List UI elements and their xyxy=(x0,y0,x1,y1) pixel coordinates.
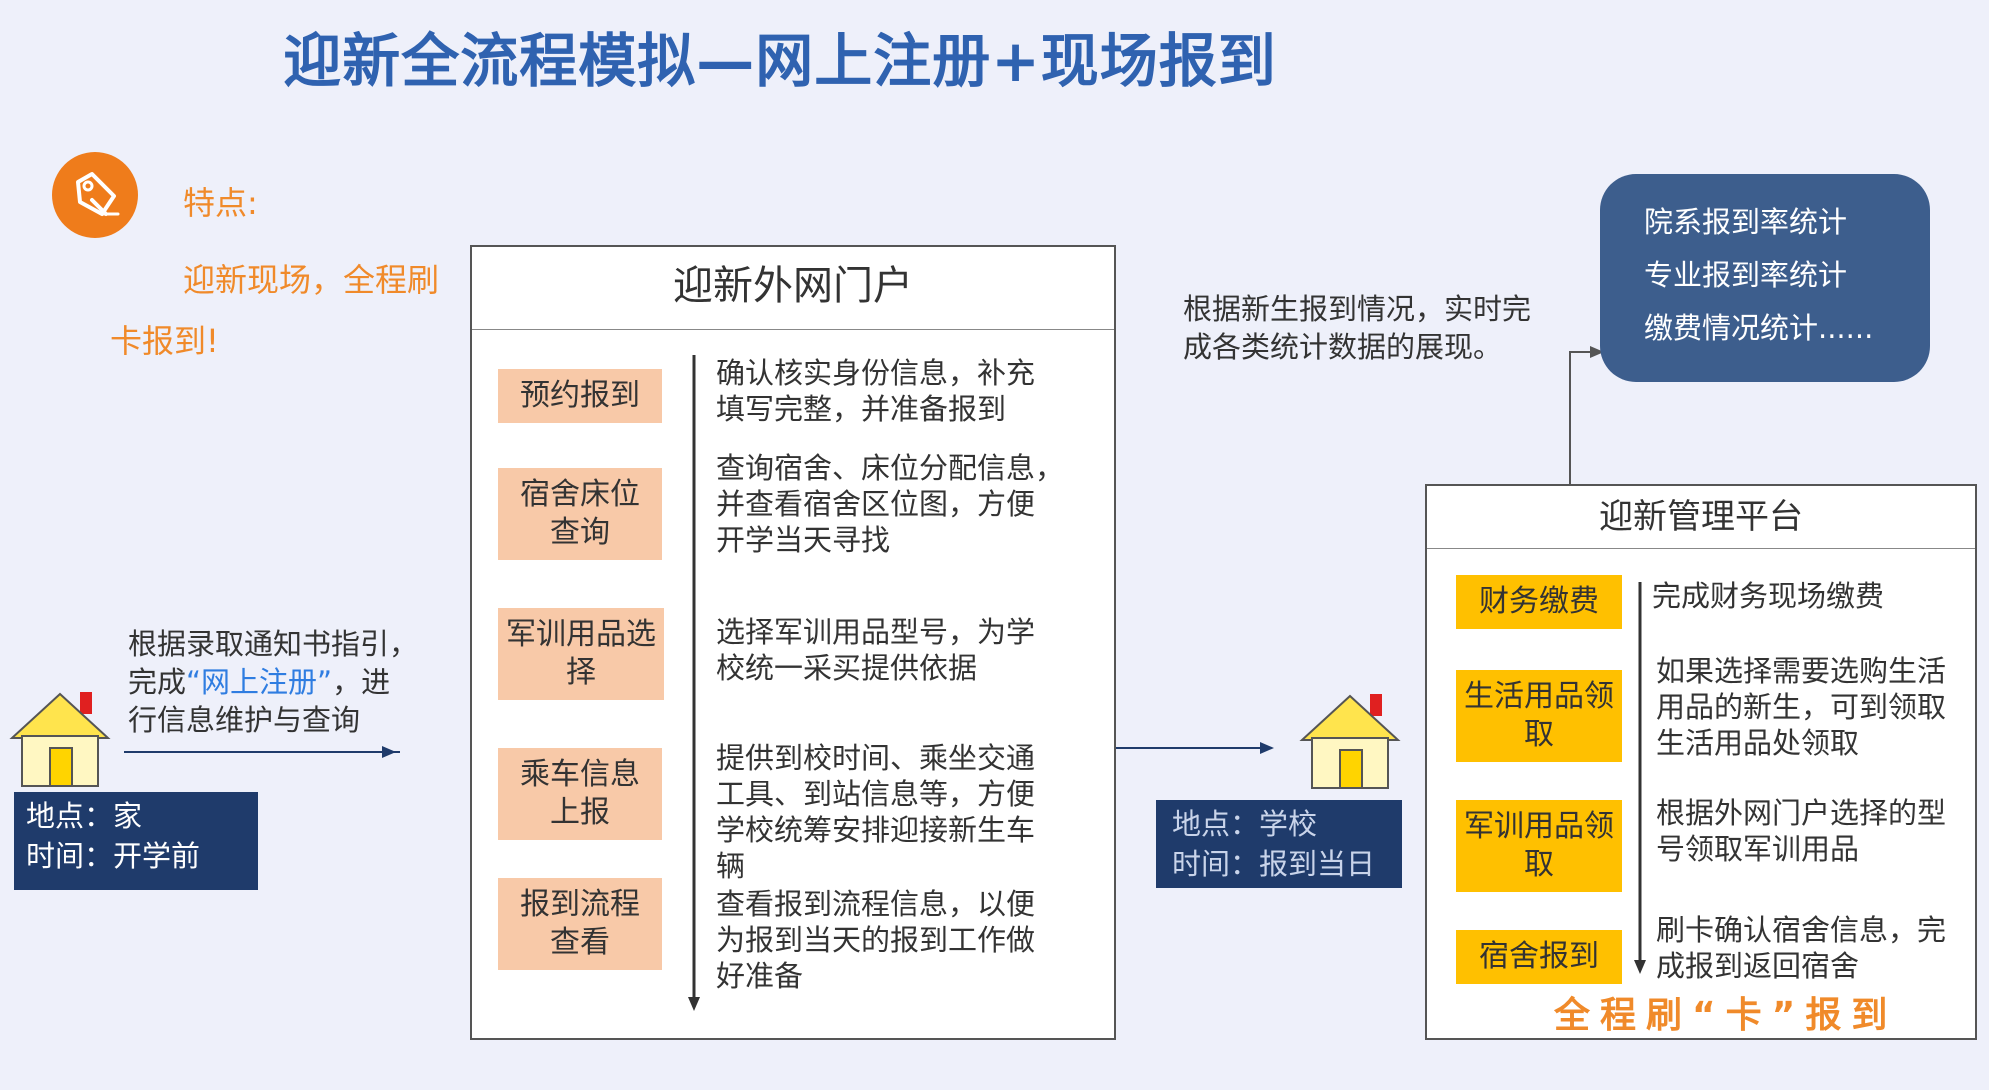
online-register-highlight: “网上注册” xyxy=(186,665,333,699)
desc-line: 查看报到流程信息，以便 xyxy=(716,887,1036,921)
feature-line-1: 迎新现场，全程刷 xyxy=(183,261,440,299)
school-place: 地点：学校 xyxy=(1172,807,1318,841)
desc-line: 提供到校时间、乘坐交通 xyxy=(716,741,1036,775)
stats-item-payment: 缴费情况统计...... xyxy=(1644,311,1874,345)
platform-timeline-arrow xyxy=(1634,582,1646,974)
platform-to-stats-arrow xyxy=(1569,346,1604,488)
portal-desc-dorm: 查询宿舍、床位分配信息， 并查看宿舍区位图，方便 开学当天寻找 xyxy=(716,450,1096,558)
stats-note-line: 根据新生报到情况，实时完 xyxy=(1183,292,1532,326)
desc-line: 根据外网门户选择的型 xyxy=(1656,796,1947,830)
desc-line: 号领取军训用品 xyxy=(1656,832,1860,866)
home-desc-pre: 完成 xyxy=(128,665,187,699)
desc-line: 校统一采买提供依据 xyxy=(716,651,978,685)
portal-desc-reserve: 确认核实身份信息，补充 填写完整，并准备报到 xyxy=(716,355,1096,427)
stats-note-line: 成各类统计数据的展现。 xyxy=(1183,330,1503,364)
home-time: 时间：开学前 xyxy=(26,839,201,873)
desc-line: 填写完整，并准备报到 xyxy=(716,392,1007,426)
desc-line: 确认核实身份信息，补充 xyxy=(716,356,1036,390)
platform-title: 迎新管理平台 xyxy=(1427,486,1975,549)
desc-line: 用品的新生，可到领取 xyxy=(1656,690,1947,724)
home-description: 根据录取通知书指引， 完成“网上注册”，进 行信息维护与查询 xyxy=(128,625,468,739)
stats-note: 根据新生报到情况，实时完 成各类统计数据的展现。 xyxy=(1183,290,1563,366)
platform-desc-training: 根据外网门户选择的型 号领取军训用品 xyxy=(1656,795,1976,867)
stats-box: 院系报到率统计 专业报到率统计 缴费情况统计...... xyxy=(1600,174,1930,382)
platform-desc-finance: 完成财务现场缴费 xyxy=(1652,578,1972,614)
home-place: 地点：家 xyxy=(26,799,143,833)
home-desc-line-1: 根据录取通知书指引， xyxy=(128,627,419,661)
portal-item-transport[interactable]: 乘车信息上报 xyxy=(498,748,662,840)
portal-desc-transport: 提供到校时间、乘坐交通 工具、到站信息等，方便 学校统筹安排迎接新生车 辆 xyxy=(716,740,1096,884)
desc-line: 开学当天寻找 xyxy=(716,523,891,557)
portal-title: 迎新外网门户 xyxy=(472,247,1114,330)
tag-pen-icon xyxy=(52,152,138,238)
home-desc-line-2: 完成“网上注册”，进 xyxy=(128,663,468,701)
platform-desc-daily: 如果选择需要选购生活 用品的新生，可到领取 生活用品处领取 xyxy=(1656,653,1976,761)
portal-item-training-supplies[interactable]: 军训用品选择 xyxy=(498,608,664,700)
platform-desc-dorm: 刷卡确认宿舍信息，完 成报到返回宿舍 xyxy=(1656,912,1976,984)
desc-line: 生活用品处领取 xyxy=(1656,726,1860,760)
platform-item-training-supplies[interactable]: 军训用品领取 xyxy=(1456,800,1622,892)
desc-line: 学校统筹安排迎接新生车 xyxy=(716,813,1036,847)
platform-slogan: 全程刷“卡”报到 xyxy=(1554,995,1898,1036)
desc-line: 选择军训用品型号，为学 xyxy=(716,615,1036,649)
desc-line: 刷卡确认宿舍信息，完 xyxy=(1656,913,1947,947)
portal-item-dorm-query[interactable]: 宿舍床位查询 xyxy=(498,468,662,560)
stats-item-major: 专业报到率统计 xyxy=(1644,258,1848,292)
home-arrow xyxy=(124,746,400,758)
home-location-box: 地点：家 时间：开学前 xyxy=(14,792,258,890)
platform-item-finance[interactable]: 财务缴费 xyxy=(1456,575,1622,629)
page-title: 迎新全流程模拟—网上注册+现场报到 xyxy=(283,27,1277,95)
portal-desc-training: 选择军训用品型号，为学 校统一采买提供依据 xyxy=(716,614,1096,686)
feature-line-2: 卡报到! xyxy=(110,322,219,360)
house-icon xyxy=(8,688,112,792)
portal-item-process[interactable]: 报到流程查看 xyxy=(498,878,662,970)
desc-line: 成报到返回宿舍 xyxy=(1656,949,1860,983)
home-desc-line-3: 行信息维护与查询 xyxy=(128,703,361,737)
portal-to-school-arrow xyxy=(1116,742,1274,754)
desc-line: 查询宿舍、床位分配信息， xyxy=(716,451,1065,485)
desc-line: 完成财务现场缴费 xyxy=(1652,579,1885,613)
desc-line: 为报到当天的报到工作做 xyxy=(716,923,1036,957)
portal-desc-process: 查看报到流程信息，以便 为报到当天的报到工作做 好准备 xyxy=(716,886,1096,994)
desc-line: 好准备 xyxy=(716,959,804,993)
desc-line: 并查看宿舍区位图，方便 xyxy=(716,487,1036,521)
desc-line: 工具、到站信息等，方便 xyxy=(716,777,1036,811)
stats-item-department: 院系报到率统计 xyxy=(1644,205,1848,239)
platform-item-daily-supplies[interactable]: 生活用品领取 xyxy=(1456,670,1622,762)
desc-line: 如果选择需要选购生活 xyxy=(1656,654,1947,688)
school-time: 时间：报到当日 xyxy=(1172,847,1376,881)
school-location-box: 地点：学校 时间：报到当日 xyxy=(1156,800,1402,888)
home-desc-post: ，进 xyxy=(332,665,391,699)
desc-line: 辆 xyxy=(716,849,746,883)
portal-item-reserve[interactable]: 预约报到 xyxy=(498,369,662,423)
platform-item-dorm-checkin[interactable]: 宿舍报到 xyxy=(1456,930,1622,984)
feature-label: 特点: xyxy=(183,184,258,222)
school-house-icon xyxy=(1298,690,1402,794)
portal-timeline-arrow xyxy=(688,355,700,1011)
